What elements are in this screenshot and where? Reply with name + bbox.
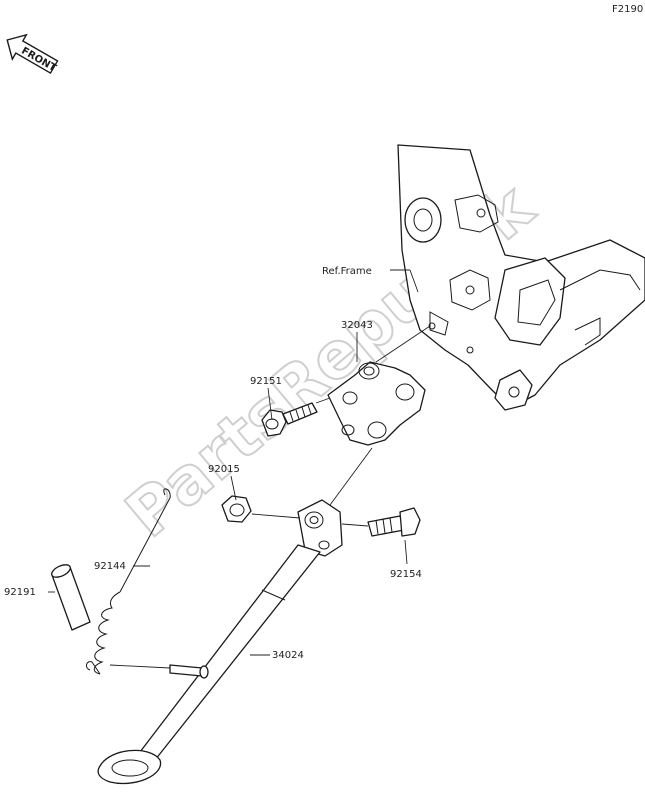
- front-arrow-icon: FRONT: [6, 33, 59, 74]
- side-stand-34024: [97, 499, 343, 785]
- part-label-92144[interactable]: 92144: [94, 561, 126, 572]
- collar-92191: [51, 564, 91, 631]
- figure-code: F2190: [612, 4, 643, 15]
- pivot-bolt-92154: [367, 507, 421, 537]
- frame-drawing: [397, 144, 645, 411]
- part-label-92151[interactable]: 92151: [250, 376, 282, 387]
- side-stand-bracket: [327, 361, 426, 446]
- part-label-34024[interactable]: 34024: [272, 650, 304, 661]
- part-label-92154[interactable]: 92154: [390, 569, 422, 580]
- ref-frame-label: Ref.Frame: [322, 266, 372, 277]
- leader-lines: [48, 269, 431, 669]
- part-label-32043[interactable]: 32043: [341, 320, 373, 331]
- flange-bolt-92151: [261, 402, 318, 437]
- nut-92015: [221, 495, 252, 523]
- spring-92144: [85, 488, 171, 675]
- spring-pin: [169, 664, 209, 679]
- part-label-92015[interactable]: 92015: [208, 464, 240, 475]
- part-label-92191[interactable]: 92191: [4, 587, 36, 598]
